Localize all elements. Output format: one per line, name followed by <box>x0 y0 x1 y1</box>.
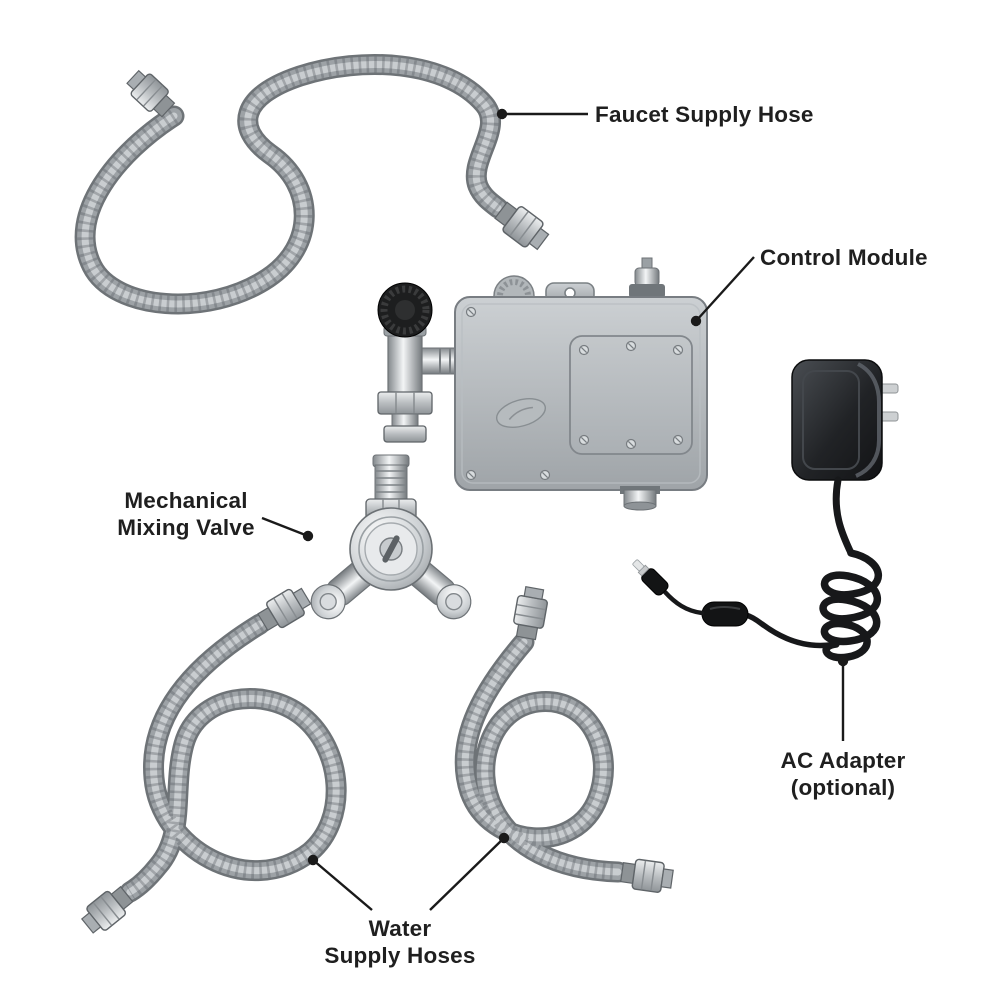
ac-adapter-label-line2: (optional) <box>790 775 896 800</box>
ac-ferrite-bead-icon <box>701 601 749 627</box>
control-module-access-lid <box>569 335 693 455</box>
mixing-valve-leader <box>261 516 314 542</box>
water-supply-hoses-label-line1: Water <box>368 916 432 941</box>
ac-adapter-illustration <box>632 359 899 662</box>
ac-adapter-leader <box>837 655 849 741</box>
faucet-supply-hose-leader <box>496 108 588 120</box>
leader-lines <box>261 108 849 911</box>
water-supply-hoses-label-line2: Supply Hoses <box>324 943 476 968</box>
water-hose-right-fitting-top-icon <box>510 584 551 642</box>
water-hose-right-dot <box>498 832 510 844</box>
mixing-valve-label-line2: Mixing Valve <box>117 515 255 540</box>
ac-cord-coil-icon <box>819 549 882 662</box>
mixing-valve-dot <box>302 530 314 542</box>
water-supply-hoses-leader <box>307 832 510 911</box>
mixing-valve-illustration <box>310 454 472 620</box>
ac-barrel-plug-icon <box>632 559 669 596</box>
faucet-supply-hose-illustration <box>85 64 554 303</box>
label-faucet-supply-hose: Faucet Supply Hose <box>595 101 814 128</box>
control-module-label-text: Control Module <box>760 245 928 270</box>
water-supply-hose-right-illustration <box>465 584 675 895</box>
control-module-badge-icon <box>496 398 546 428</box>
ac-adapter-label-line1: AC Adapter <box>780 748 906 773</box>
label-water-supply-hoses: Water Supply Hoses <box>300 915 500 969</box>
faucet-supply-hose-label-text: Faucet Supply Hose <box>595 102 814 127</box>
label-ac-adapter: AC Adapter (optional) <box>753 747 933 801</box>
mixing-valve-label-line1: Mechanical <box>124 488 248 513</box>
control-module-shutoff-knob-icon <box>377 282 433 338</box>
control-module-leader <box>690 256 755 327</box>
water-supply-hose-left-illustration <box>77 582 336 939</box>
control-module-illustration <box>377 257 708 511</box>
faucet-supply-hose-dot <box>496 108 508 120</box>
water-hose-right-fitting-bottom-icon <box>619 856 675 895</box>
ac-adapter-dot <box>837 655 849 667</box>
label-control-module: Control Module <box>760 244 928 271</box>
label-mixing-valve: Mechanical Mixing Valve <box>96 487 276 541</box>
water-hose-left-dot <box>307 854 319 866</box>
control-module-dot <box>690 315 702 327</box>
